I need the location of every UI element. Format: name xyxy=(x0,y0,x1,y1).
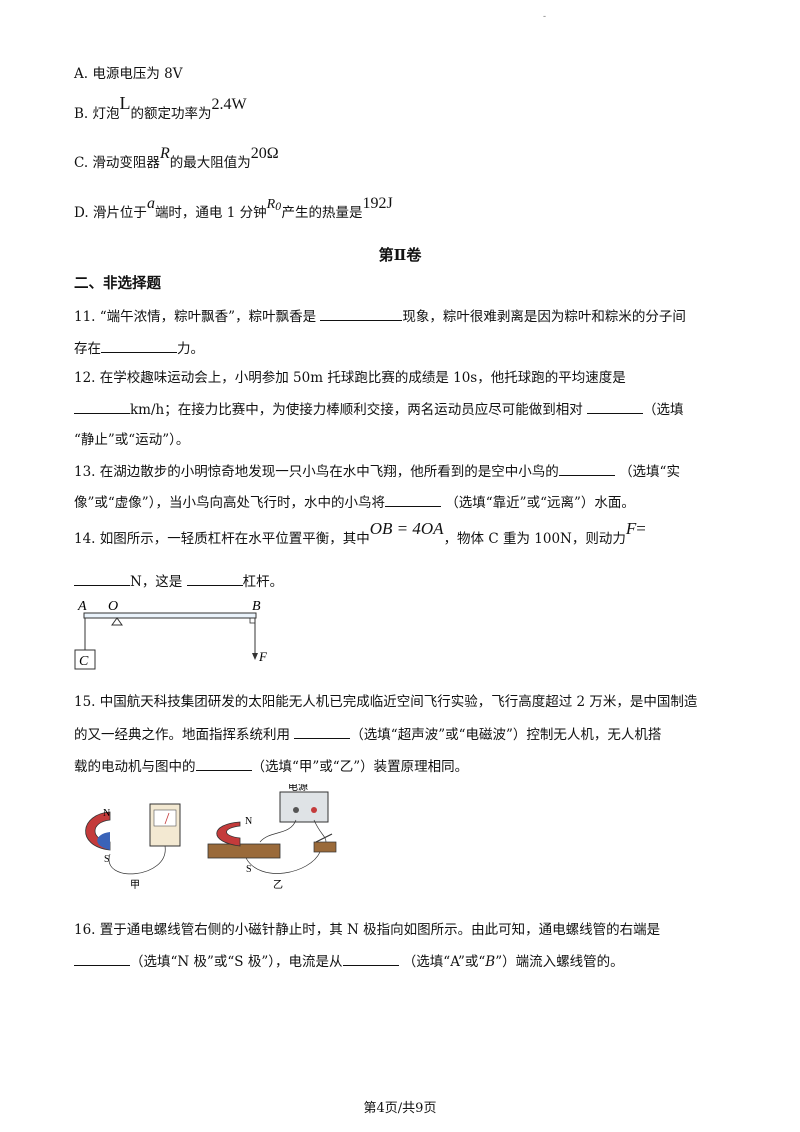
page-footer: 第4页/共9页 xyxy=(363,1101,437,1116)
box-c-label: C xyxy=(79,654,89,669)
q15-blank-1[interactable] xyxy=(294,724,351,739)
q11-line1: 11. “端午浓情，粽叶飘香”，粽叶飘香是 现象，粽叶很难剥离是因为粽叶和粽米的… xyxy=(74,306,686,327)
magnet-yi xyxy=(216,821,241,847)
section-title: 二、非选择题 xyxy=(74,275,161,292)
q11-line2: 存在力。 xyxy=(74,338,204,359)
q15-line2: 的又一经典之作。地面指挥系统利用 （选填“超声波”或“电磁波”）控制无人机，无人… xyxy=(74,724,661,745)
galvanometer-needle xyxy=(164,812,170,825)
power-terminal xyxy=(293,807,299,813)
option-a: A. 电源电压为 8V xyxy=(74,66,183,82)
q13-line2: 像”或“虚像”），当小鸟向高处飞行时，水中的小鸟将 （选填“靠近”或“远离”）水… xyxy=(74,492,635,513)
q16-line1: 16. 置于通电螺线管右侧的小磁针静止时，其 N 极指向如图所示。由此可知，通电… xyxy=(74,922,661,938)
force-label-f: F xyxy=(258,649,268,664)
switch-lever xyxy=(315,833,333,843)
power-label: 电源 xyxy=(288,784,308,793)
yi-wire xyxy=(245,819,327,874)
lever-bar xyxy=(83,612,257,619)
q13-line1: 13. 在湖边散步的小明惊奇地发现一只小鸟在水中飞翔，他所看到的是空中小鸟的 （… xyxy=(74,461,680,482)
q15-line1: 15. 中国航天科技集团研发的太阳能无人机已完成临近空间飞行实验，飞行高度超过 … xyxy=(74,694,698,710)
q14-formula: OB = 4OA xyxy=(369,519,444,538)
magnet-jia-blue xyxy=(97,832,110,850)
q15-line3: 载的电动机与图中的（选填“甲”或“乙”）装置原理相同。 xyxy=(74,756,468,777)
q14-blank-2[interactable] xyxy=(186,571,243,586)
q12-blank-1[interactable] xyxy=(74,399,130,414)
q13-blank-1[interactable] xyxy=(558,461,615,476)
option-c: C. 滑动变阻器R的最大阻值为20Ω xyxy=(74,145,279,171)
option-d: D. 滑片位于a端时，通电 1 分钟R0产生的热量是192J xyxy=(74,195,393,221)
jia-s-label: S xyxy=(104,854,110,865)
galvanometer-dial xyxy=(153,809,177,827)
q12-line1: 12. 在学校趣味运动会上，小明参加 50m 托球跑比赛的成绩是 10s，他托球… xyxy=(74,370,626,386)
lever-label-b: B xyxy=(252,599,261,614)
q11-blank-2[interactable] xyxy=(101,338,177,353)
yi-s-label: S xyxy=(246,864,252,875)
yi-label: 乙 xyxy=(273,879,283,891)
switch-base xyxy=(313,841,337,853)
lever-diagram: A O B C F xyxy=(74,599,268,670)
force-arrowhead xyxy=(252,653,258,660)
q14-blank-1[interactable] xyxy=(74,571,130,586)
fulcrum-triangle xyxy=(111,617,123,626)
jia-wire xyxy=(108,845,166,875)
power-terminal-2 xyxy=(311,807,317,813)
q11-blank-1[interactable] xyxy=(320,306,403,321)
jia-label: 甲 xyxy=(130,880,140,891)
box-c xyxy=(74,649,96,670)
q14-line2: N，这是 杠杆。 xyxy=(74,571,283,592)
jia-n-label: N xyxy=(103,808,110,819)
yi-n-label: N xyxy=(245,816,252,827)
lever-label-o: O xyxy=(108,599,118,614)
q12-blank-2[interactable] xyxy=(587,399,644,414)
part-title: 第Ⅱ卷 xyxy=(378,246,422,264)
q12-line2: km/h；在接力比赛中，为使接力棒顺利交接，两名运动员应尽可能做到相对 （选填 xyxy=(74,399,684,420)
q15-blank-2[interactable] xyxy=(195,756,252,771)
wood-board xyxy=(207,843,281,859)
q16-blank-2[interactable] xyxy=(342,951,399,966)
power-supply xyxy=(279,791,329,823)
option-b: B. 灯泡L的额定功率为2.4W xyxy=(74,93,247,122)
right-angle-mark xyxy=(249,617,256,624)
q14-line1: 14. 如图所示，一轻质杠杆在水平位置平衡，其中OB = 4OA，物体 C 重为… xyxy=(74,519,646,547)
q12-line3: “静止”或“运动”）。 xyxy=(74,432,190,448)
q13-blank-2[interactable] xyxy=(384,492,441,507)
q16-line2: （选填“N 极”或“S 极”），电流是从 （选填“A”或“B”）端流入螺线管的。 xyxy=(74,951,624,972)
motor-generator-figure: N S 甲 电源 N S 乙 xyxy=(85,784,337,891)
lever-label-a: A xyxy=(77,599,87,614)
q16-blank-1[interactable] xyxy=(74,951,130,966)
header-mark: - xyxy=(543,12,547,22)
